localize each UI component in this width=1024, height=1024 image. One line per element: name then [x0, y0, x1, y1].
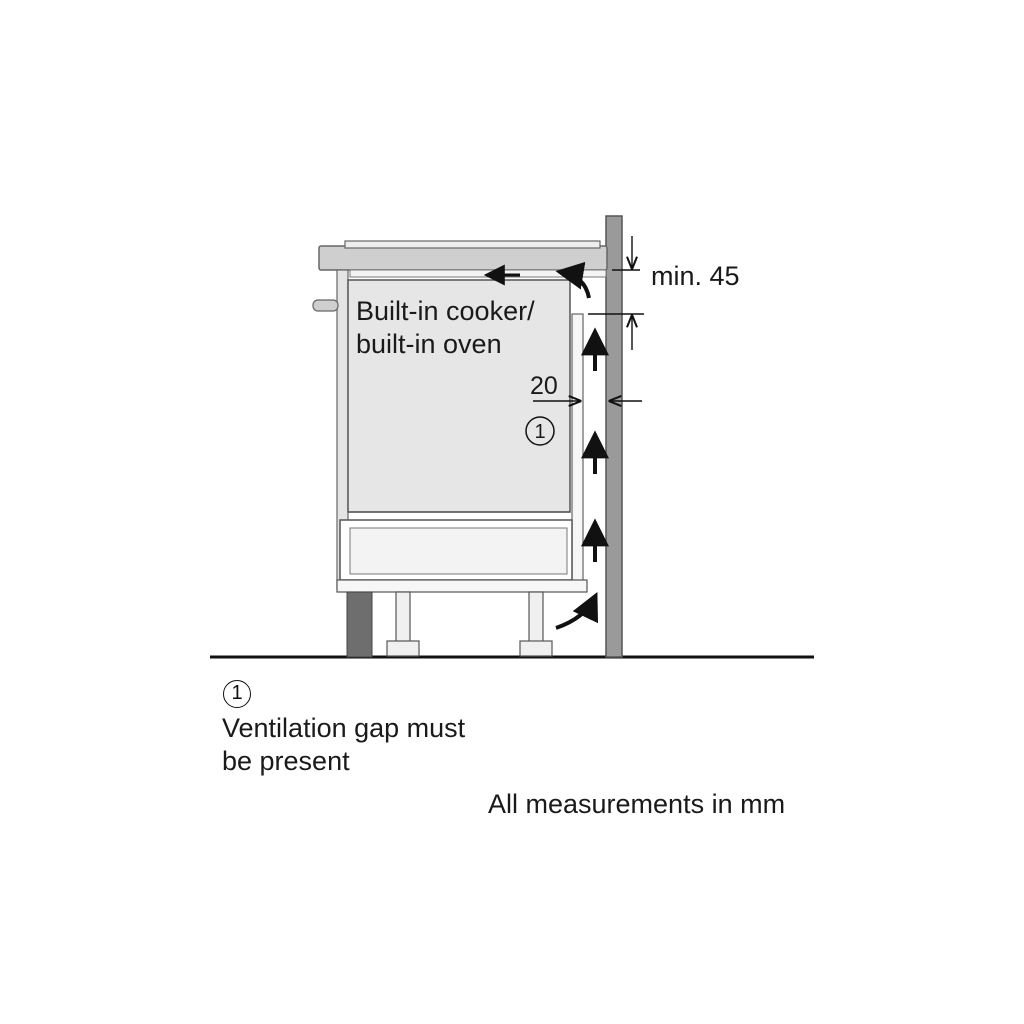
appliance-label-line1: Built-in cooker/: [356, 296, 535, 326]
callout-circle: [525, 416, 555, 446]
dimension-min-45-label: min. 45: [651, 261, 740, 291]
airflow-arrow-turn: [555, 261, 591, 299]
cabinet-leg-left: [386, 591, 420, 657]
oven-body: [347, 279, 571, 513]
dimension-min-45: [588, 236, 644, 350]
cabinet-leg-right: [519, 591, 553, 657]
drawer-inner: [349, 527, 568, 575]
worktop: [318, 245, 608, 271]
callout-marker-label: 1: [534, 421, 545, 443]
dimension-20-label: 20: [530, 372, 558, 400]
wall: [605, 215, 623, 658]
measurement-note: All measurements in mm: [488, 789, 786, 819]
hob-underside: [349, 269, 607, 278]
legend-text-line1: Ventilation gap must: [222, 713, 466, 743]
oven-handle: [312, 299, 339, 312]
hob-glass: [344, 240, 601, 249]
cabinet-base: [336, 579, 588, 593]
legend-text-line2: be present: [222, 746, 350, 776]
plinth: [346, 591, 373, 658]
airflow-arrow-intake: [555, 591, 598, 630]
legend-marker: 1: [223, 680, 251, 708]
appliance-label-line2: built-in oven: [356, 329, 502, 359]
cabinet-rear-panel: [571, 313, 584, 589]
legend: 1 Ventilation gap must be present: [222, 680, 622, 778]
